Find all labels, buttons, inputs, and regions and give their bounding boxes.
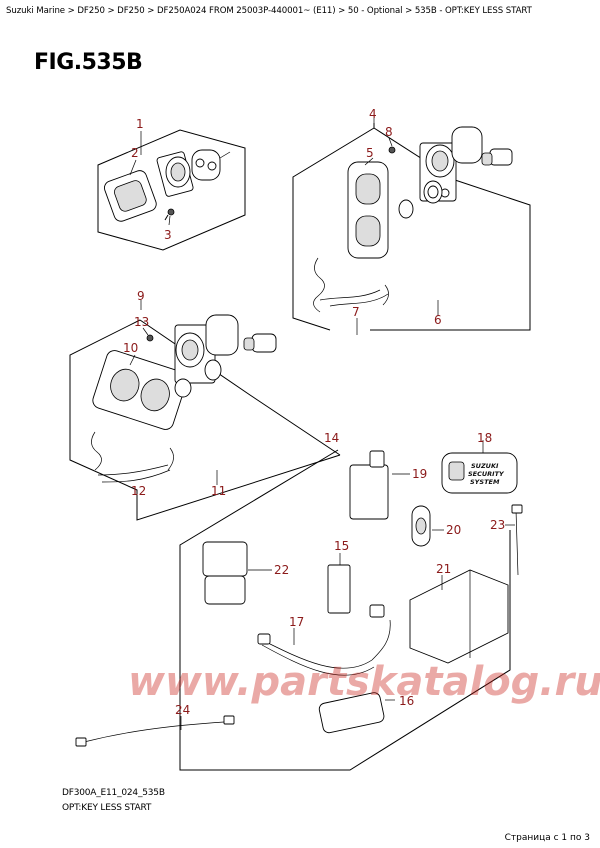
callout-11[interactable]: 11: [211, 484, 226, 498]
callout-2[interactable]: 2: [131, 146, 139, 160]
callout-21[interactable]: 21: [436, 562, 451, 576]
group-keyless-kit: [75, 449, 523, 771]
callout-19[interactable]: 19: [412, 467, 427, 481]
drawing-caption: OPT:KEY LESS START: [62, 803, 152, 813]
figure-title: FIG.535B: [34, 50, 143, 75]
group-keyswitch-2: [292, 118, 531, 335]
callout-20[interactable]: 20: [446, 523, 461, 537]
callout-24[interactable]: 24: [175, 703, 190, 717]
callout-7[interactable]: 7: [352, 305, 360, 319]
callout-12[interactable]: 12: [131, 484, 146, 498]
badge-line-3: SYSTEM: [470, 478, 500, 486]
security-badge: [441, 440, 518, 494]
callout-16[interactable]: 16: [399, 694, 414, 708]
lanyard-icon: [91, 431, 174, 483]
watermark-text: www.partskatalog.ru: [128, 659, 600, 705]
lanyard-icon: [313, 257, 389, 313]
callout-22[interactable]: 22: [274, 563, 289, 577]
callout-10[interactable]: 10: [123, 341, 138, 355]
group-keyswitch-1: [97, 129, 246, 251]
callout-6[interactable]: 6: [434, 313, 442, 327]
badge-line-1: SUZUKI: [471, 462, 499, 470]
callout-8[interactable]: 8: [385, 125, 393, 139]
callout-5[interactable]: 5: [366, 146, 374, 160]
callout-9[interactable]: 9: [137, 289, 145, 303]
callout-3[interactable]: 3: [164, 228, 172, 242]
callout-18[interactable]: 18: [477, 431, 492, 445]
breadcrumb[interactable]: Suzuki Marine > DF250 > DF250 > DF250A02…: [6, 6, 532, 16]
drawing-code: DF300A_E11_024_535B: [62, 788, 165, 798]
callout-17[interactable]: 17: [289, 615, 304, 629]
page-indicator: Страница с 1 по 3: [504, 833, 590, 843]
group-keyswitch-3: [69, 300, 341, 521]
callout-4[interactable]: 4: [369, 107, 377, 121]
callout-23[interactable]: 23: [490, 518, 505, 532]
callout-14[interactable]: 14: [324, 431, 339, 445]
callout-1[interactable]: 1: [136, 117, 144, 131]
callout-13[interactable]: 13: [134, 315, 149, 329]
callout-15[interactable]: 15: [334, 539, 349, 553]
badge-line-2: SECURITY: [468, 470, 505, 478]
